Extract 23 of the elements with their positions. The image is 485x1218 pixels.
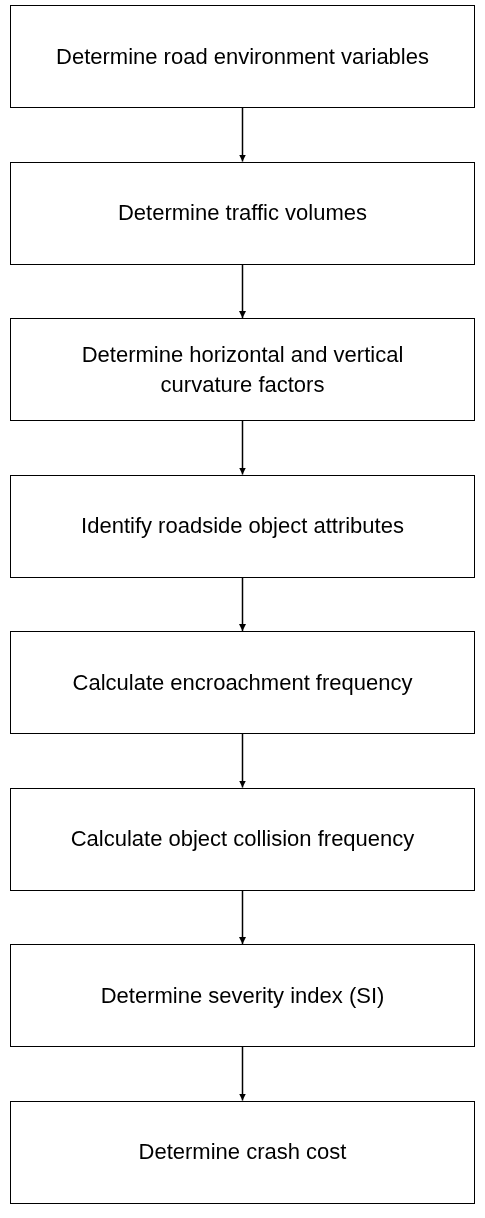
- arrow: [239, 263, 246, 319]
- step-label: Determine road environment variables: [56, 42, 429, 71]
- process-box: [10, 5, 475, 108]
- step-label: Determine horizontal and vertical curvature factors: [80, 340, 405, 399]
- arrow: [239, 576, 246, 632]
- step-label: Determine crash cost: [138, 1138, 347, 1167]
- arrow: [239, 1046, 246, 1102]
- process-box: [10, 631, 475, 734]
- arrow: [239, 733, 246, 789]
- arrow: [239, 420, 246, 476]
- step-label: Determine traffic volumes: [118, 199, 367, 228]
- arrow: [239, 107, 246, 163]
- step-label: Calculate encroachment frequency: [72, 668, 413, 697]
- arrow: [239, 889, 246, 945]
- step-label: Calculate object collision frequency: [70, 825, 415, 854]
- process-box: [10, 318, 475, 421]
- process-box: [10, 1100, 475, 1204]
- process-box: [10, 944, 475, 1047]
- step-label: Identify roadside object attributes: [81, 512, 404, 541]
- process-box: [10, 787, 475, 891]
- process-box: [10, 161, 475, 265]
- step-label: Determine severity index (SI): [100, 981, 385, 1010]
- process-box: [10, 474, 475, 578]
